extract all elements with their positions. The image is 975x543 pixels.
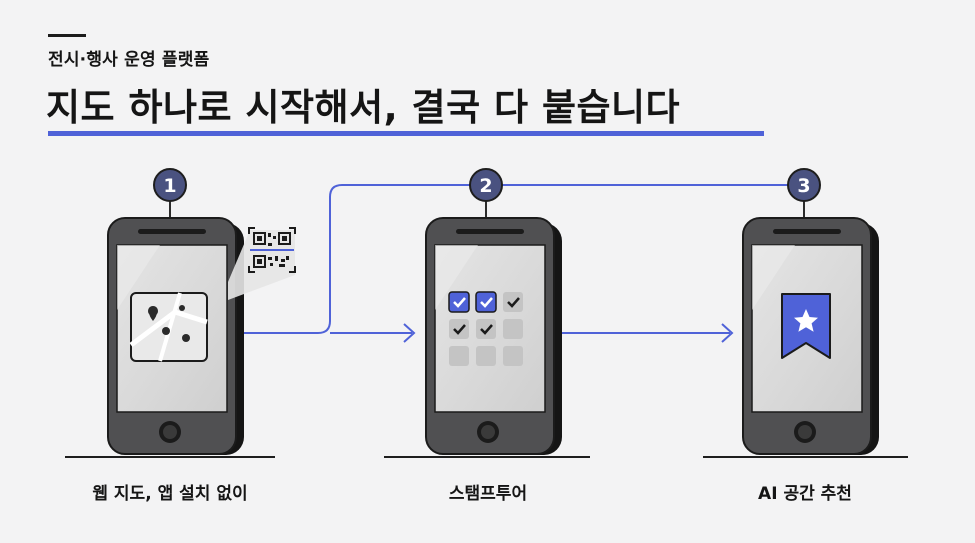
step-badge-2: 2 bbox=[469, 168, 503, 202]
step-badge-1: 1 bbox=[153, 168, 187, 202]
qr-scan-group bbox=[228, 227, 296, 300]
header-accent-bar bbox=[48, 34, 86, 37]
flow-connectors bbox=[240, 184, 790, 343]
speaker-slot bbox=[138, 229, 206, 234]
step-3-caption: AI 공간 추천 bbox=[758, 484, 852, 504]
step-number-3: 3 bbox=[797, 175, 810, 197]
step-number-1: 1 bbox=[163, 175, 176, 197]
step-2-caption: 스탬프투어 bbox=[448, 484, 528, 504]
qr-code-icon bbox=[248, 227, 296, 273]
map-pin-icon bbox=[129, 292, 208, 362]
step-badge-3: 3 bbox=[787, 168, 821, 202]
title-underline bbox=[48, 131, 764, 136]
star-bookmark-icon bbox=[781, 293, 831, 359]
step-number-2: 2 bbox=[479, 175, 492, 197]
phone-step-3 bbox=[742, 200, 879, 455]
phone-step-1 bbox=[107, 200, 244, 455]
stamp-checklist-icon bbox=[448, 291, 523, 366]
arrow-to-2 bbox=[403, 323, 416, 343]
page-title: 지도 하나로 시작해서, 결국 다 붙습니다 bbox=[46, 86, 681, 129]
connector-1-to-2-top bbox=[240, 184, 470, 334]
step-1-caption: 웹 지도, 앱 설치 없이 bbox=[92, 484, 248, 504]
arrow-to-3 bbox=[721, 323, 734, 343]
page-subtitle: 전시·행사 운영 플랫폼 bbox=[48, 50, 210, 70]
phone-step-2 bbox=[425, 200, 562, 455]
